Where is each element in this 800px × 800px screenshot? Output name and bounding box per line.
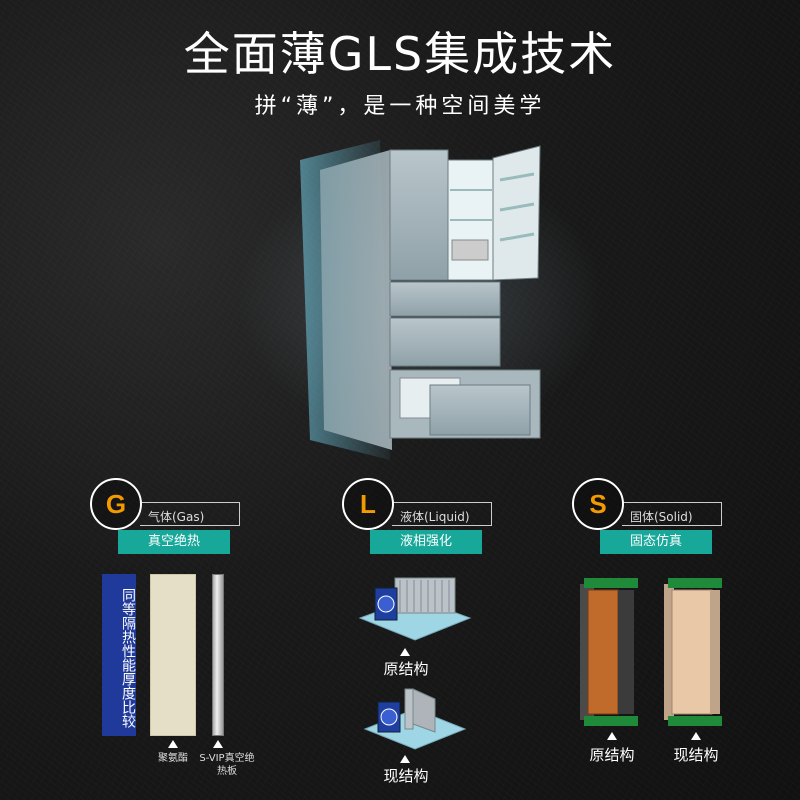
feature-liquid-letter: L — [360, 488, 376, 519]
feature-gas-tag: 真空绝热 — [118, 530, 230, 554]
feature-solid: S 固体(Solid) 固态仿真 — [572, 478, 732, 558]
liquid-current-arrow-icon — [400, 755, 410, 763]
feature-solid-badge: S — [572, 478, 624, 530]
feature-liquid: L 液体(Liquid) 液相强化 — [342, 478, 502, 558]
solid-original-label: 原结构 — [589, 746, 635, 764]
feature-solid-tag: 固态仿真 — [600, 530, 712, 554]
feature-gas-underline — [140, 502, 240, 526]
vip-label: S-VIP真空绝热板 — [199, 753, 255, 777]
feature-liquid-underline — [392, 502, 492, 526]
feature-gas: G 气体(Gas) 真空绝热 — [90, 478, 250, 558]
page-title: 全面薄GLS集成技术 — [183, 27, 617, 81]
liquid-current-structure-image — [363, 688, 467, 750]
solid-current-arrow-icon — [691, 732, 701, 740]
left-door — [389, 149, 449, 281]
liquid-original-arrow-icon — [400, 648, 410, 656]
solid-original-arrow-icon — [607, 732, 617, 740]
feature-solid-letter: S — [589, 488, 607, 519]
drawer-1 — [389, 281, 501, 317]
drawer-2 — [389, 317, 501, 367]
solid-original-structure-image — [580, 578, 638, 726]
vip-panel — [212, 574, 224, 736]
feature-gas-badge: G — [90, 478, 142, 530]
feature-solid-name: 固体(Solid) — [630, 510, 693, 524]
vip-arrow-icon — [213, 740, 223, 748]
liquid-original-label: 原结构 — [383, 660, 429, 678]
solid-current-structure-image — [664, 578, 722, 726]
feature-liquid-name: 液体(Liquid) — [400, 510, 470, 524]
right-door-open — [492, 145, 541, 281]
polyurethane-panel — [150, 574, 196, 736]
feature-gas-letter: G — [105, 488, 127, 519]
feature-solid-underline — [622, 502, 722, 526]
thickness-comparison-label: 同等隔热性能厚度比较 — [102, 574, 136, 736]
foam-label: 聚氨酯 — [158, 753, 188, 764]
foam-arrow-icon — [168, 740, 178, 748]
feature-liquid-badge: L — [342, 478, 394, 530]
fridge-svg — [300, 140, 541, 460]
liquid-original-structure-image — [358, 577, 472, 641]
solid-current-label: 现结构 — [673, 746, 719, 764]
liquid-current-label: 现结构 — [383, 767, 429, 785]
fridge-side — [320, 150, 392, 450]
feature-gas-name: 气体(Gas) — [148, 510, 205, 524]
page-subtitle: 拼“薄”，是一种空间美学 — [254, 94, 546, 119]
feature-liquid-tag: 液相强化 — [370, 530, 482, 554]
fridge-illustration — [280, 130, 570, 480]
